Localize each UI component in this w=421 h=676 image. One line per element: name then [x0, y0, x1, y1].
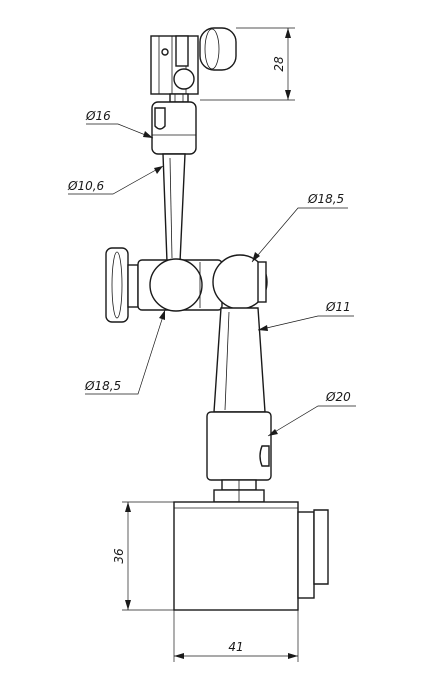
leader-diameter-18-5-right [251, 207, 348, 263]
leader-diameter-10-6 [68, 165, 164, 195]
middle-joint-assembly [105, 247, 268, 323]
leader-diameter-18-5-left [85, 309, 166, 395]
lower-arm [213, 307, 266, 413]
magnetic-base [173, 501, 329, 611]
label-diameter-18-5-left: Ø18,5 [84, 379, 121, 393]
leader-diameter-20 [267, 405, 356, 437]
upper-arm [162, 153, 186, 263]
indicator-clamp [150, 27, 237, 103]
label-diameter-10-6: Ø10,6 [67, 179, 105, 193]
label-clamp-height: 28 [272, 56, 286, 72]
upper-swivel-joint [151, 101, 197, 155]
dimension-clamp-height [200, 27, 295, 101]
label-diameter-20: Ø20 [325, 390, 351, 404]
label-diameter-11: Ø11 [325, 300, 351, 314]
dimension-base-width [173, 610, 299, 662]
label-diameter-18-5-right: Ø18,5 [307, 192, 344, 206]
leader-diameter-11 [257, 315, 354, 331]
label-base-width: 41 [228, 640, 243, 654]
leader-diameter-16 [86, 123, 154, 139]
label-base-height: 36 [112, 548, 126, 564]
label-diameter-16: Ø16 [85, 109, 111, 123]
dimension-base-height [122, 501, 174, 611]
base-collar [206, 411, 272, 503]
